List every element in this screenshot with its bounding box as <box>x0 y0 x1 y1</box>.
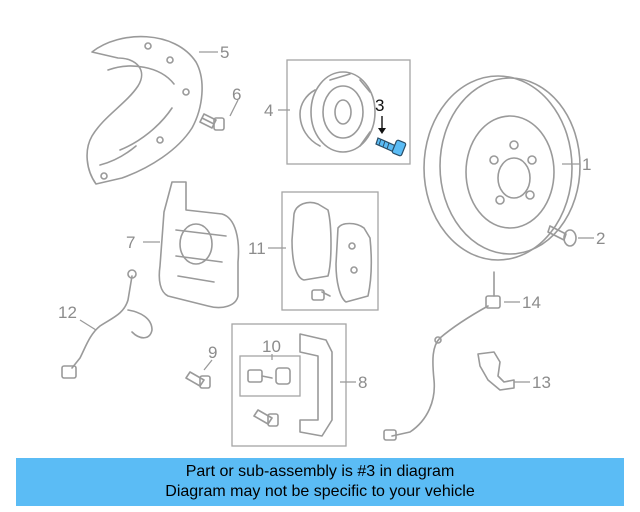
info-banner: Part or sub-assembly is #3 in diagram Di… <box>16 458 624 506</box>
shield-bolt-part <box>199 113 225 131</box>
guide-pin-kit-box <box>239 355 301 397</box>
abs-sensor-part <box>383 271 501 441</box>
brake-caliper-part <box>158 181 240 309</box>
banner-line-part-number: Part or sub-assembly is #3 in diagram <box>185 463 455 480</box>
brake-pads-box <box>281 191 379 311</box>
rotor-screw-part <box>547 225 577 247</box>
callout-5: 5 <box>220 43 229 62</box>
callout-6: 6 <box>232 85 241 104</box>
hub-bolt-highlighted-part <box>375 137 407 157</box>
caliper-bracket-part <box>299 333 333 437</box>
callout-9: 9 <box>208 343 217 362</box>
hub-assembly-box <box>286 59 411 165</box>
callout-13: 13 <box>532 373 551 392</box>
caliper-bracket-box <box>231 323 347 447</box>
callout-7: 7 <box>126 233 135 252</box>
banner-line-disclaimer: Diagram may not be specific to your vehi… <box>165 483 475 500</box>
callout-12: 12 <box>58 303 77 322</box>
callout-4: 4 <box>264 101 273 120</box>
brake-hose-part <box>61 269 153 379</box>
callout-3: 3 <box>375 96 384 115</box>
guide-pin-kit-part <box>247 367 291 385</box>
callout-11: 11 <box>248 239 266 258</box>
bracket-mount-bolt-part <box>253 409 279 427</box>
wheel-hub-part <box>299 71 376 153</box>
splash-shield-part <box>86 35 203 185</box>
parts-diagram: 5 6 4 3 1 2 <box>58 35 605 447</box>
callout-14: 14 <box>522 293 541 312</box>
pad-bolt-part <box>311 289 331 301</box>
sensor-bracket-part <box>477 351 515 391</box>
bracket-bolt-part <box>185 371 211 389</box>
brake-pads-part <box>291 201 373 303</box>
callout-2: 2 <box>596 229 605 248</box>
callout-1: 1 <box>582 155 591 174</box>
callout-10: 10 <box>262 337 281 356</box>
callout-8: 8 <box>358 373 367 392</box>
brake-rotor-part <box>423 75 581 261</box>
